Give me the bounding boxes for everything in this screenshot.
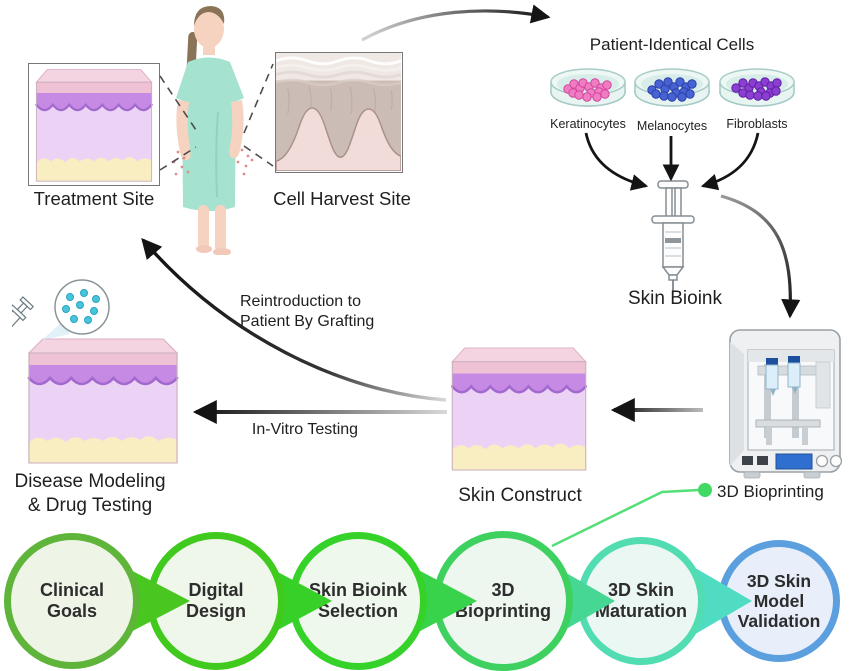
cell-harvest-frame — [275, 52, 403, 173]
cell-harvest-site-label: Cell Harvest Site — [273, 188, 411, 209]
petri-dish-fibroblasts-icon — [719, 68, 795, 107]
reintroduction-label: Reintroduction to Patient By Grafting — [240, 293, 375, 331]
treatment-site-label: Treatment Site — [33, 188, 155, 209]
workflow-step-clinical-goals: Clinical Goals — [4, 533, 140, 669]
printer-screen — [775, 453, 813, 470]
injection-syringe-icon — [12, 296, 35, 335]
patient-identical-cells-title: Patient-Identical Cells — [589, 35, 755, 54]
hospital-gown — [182, 57, 236, 211]
arrow-keratinocytes-to-syringe — [584, 132, 649, 191]
arrow-patient-to-cells — [361, 4, 551, 42]
bioprinting-callout-line — [551, 488, 700, 548]
arrow-bioink-to-printer — [720, 194, 801, 319]
arrow-fibroblasts-to-syringe — [700, 132, 760, 191]
petri-dish-keratinocytes-icon — [550, 68, 626, 107]
bioprinting-callout-dot — [698, 483, 712, 497]
print-heads — [765, 356, 801, 396]
drug-testing-syringe-and-magnifier — [12, 279, 110, 340]
patient-illustration — [172, 6, 254, 255]
callout-dashed-lines — [159, 63, 274, 171]
invitro-testing-label: In-Vitro Testing — [251, 421, 359, 438]
cell-harvest-histology-illustration — [276, 53, 401, 171]
keratinocytes-label: Keratinocytes — [550, 117, 626, 131]
petri-dish-melanocytes-icon — [634, 68, 710, 107]
disease-modeling-label: Disease Modeling & Drug Testing — [14, 471, 166, 516]
skin-construct-label: Skin Construct — [458, 485, 582, 506]
melanocytes-label: Melanocytes — [636, 119, 708, 133]
bioprinter-icon — [729, 329, 843, 479]
arrow-reintroduction-to-patient — [141, 237, 447, 402]
skin-bioink-label: Skin Bioink — [628, 288, 722, 309]
bioprinting-label: 3D Bioprinting — [717, 482, 824, 501]
fibroblasts-label: Fibroblasts — [726, 117, 788, 131]
bioink-syringe-icon — [651, 180, 695, 291]
